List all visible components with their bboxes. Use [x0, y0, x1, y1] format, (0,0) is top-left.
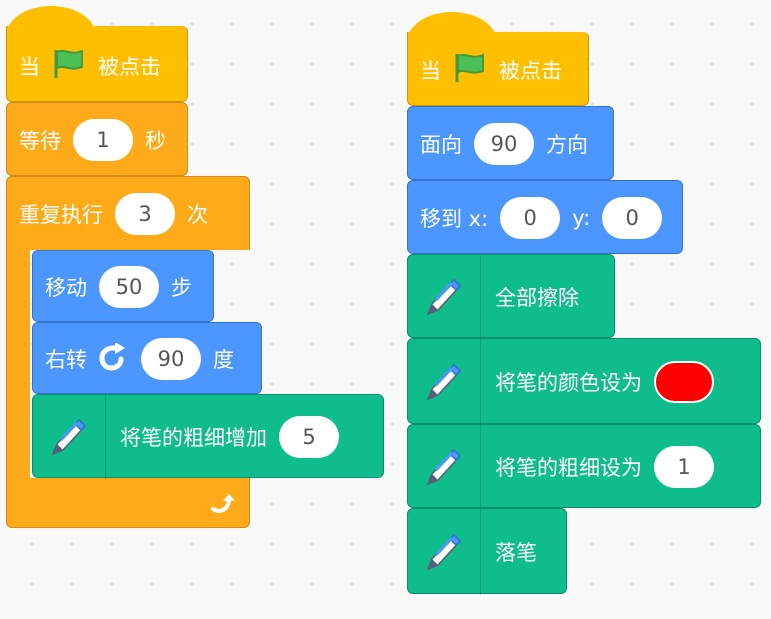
pen-icon	[33, 395, 106, 479]
erase-all-block[interactable]: 全部擦除	[407, 254, 615, 339]
pen-size-input[interactable]: 1	[654, 446, 714, 488]
y-input[interactable]: 0	[602, 197, 663, 239]
repeat-label: 重复执行	[19, 203, 103, 227]
erase-all-label: 全部擦除	[495, 286, 579, 310]
direction-label: 方向	[546, 133, 588, 157]
pen-down-block[interactable]: 落笔	[407, 508, 567, 595]
rotate-right-icon	[99, 341, 129, 376]
move-steps-input[interactable]: 50	[99, 266, 159, 308]
seconds-label: 秒	[145, 129, 166, 153]
change-pen-size-label: 将笔的粗细增加	[120, 426, 267, 450]
y-label: y:	[572, 206, 591, 230]
wait-block[interactable]: 等待 1 秒	[6, 102, 188, 176]
x-input[interactable]: 0	[500, 197, 561, 239]
turn-label: 右转	[45, 348, 87, 372]
move-label: 移动	[45, 276, 87, 300]
pen-icon	[408, 255, 481, 339]
pen-down-label: 落笔	[495, 541, 537, 565]
set-pen-color-block[interactable]: 将笔的颜色设为	[407, 338, 761, 425]
times-label: 次	[187, 203, 208, 227]
loop-arrow-icon	[209, 489, 237, 517]
wait-seconds-input[interactable]: 1	[73, 119, 133, 161]
when-label: 当	[420, 59, 441, 83]
pen-size-delta-input[interactable]: 5	[279, 416, 339, 458]
degrees-label: 度	[213, 348, 234, 372]
clicked-label: 被点击	[499, 59, 562, 83]
pen-color-swatch[interactable]	[654, 361, 714, 403]
steps-label: 步	[171, 276, 192, 300]
when-flag-clicked-block-2[interactable]: 当 被点击	[407, 32, 589, 106]
point-label: 面向	[420, 133, 462, 157]
when-label: 当	[19, 55, 40, 79]
turn-degrees-input[interactable]: 90	[141, 338, 201, 380]
repeat-count-input[interactable]: 3	[115, 193, 175, 235]
green-flag-icon	[52, 48, 86, 85]
set-pen-size-block[interactable]: 将笔的粗细设为 1	[407, 424, 761, 509]
move-steps-block[interactable]: 移动 50 步	[32, 250, 214, 322]
turn-right-block[interactable]: 右转 90 度	[32, 322, 262, 394]
change-pen-size-block[interactable]: 将笔的粗细增加 5	[32, 394, 384, 479]
pen-icon	[408, 339, 481, 425]
goto-label: 移到 x:	[420, 207, 489, 231]
set-pen-size-label: 将笔的粗细设为	[495, 456, 642, 480]
set-pen-color-label: 将笔的颜色设为	[495, 371, 642, 395]
pen-icon	[408, 425, 481, 509]
when-flag-clicked-block-1[interactable]: 当 被点击	[6, 26, 188, 102]
point-in-direction-block[interactable]: 面向 90 方向	[407, 106, 614, 180]
go-to-xy-block[interactable]: 移到 x: 0 y: 0	[407, 180, 683, 254]
wait-label: 等待	[19, 129, 61, 153]
pen-icon	[408, 509, 481, 595]
clicked-label: 被点击	[98, 55, 161, 79]
direction-input[interactable]: 90	[474, 123, 534, 165]
green-flag-icon	[453, 52, 487, 89]
